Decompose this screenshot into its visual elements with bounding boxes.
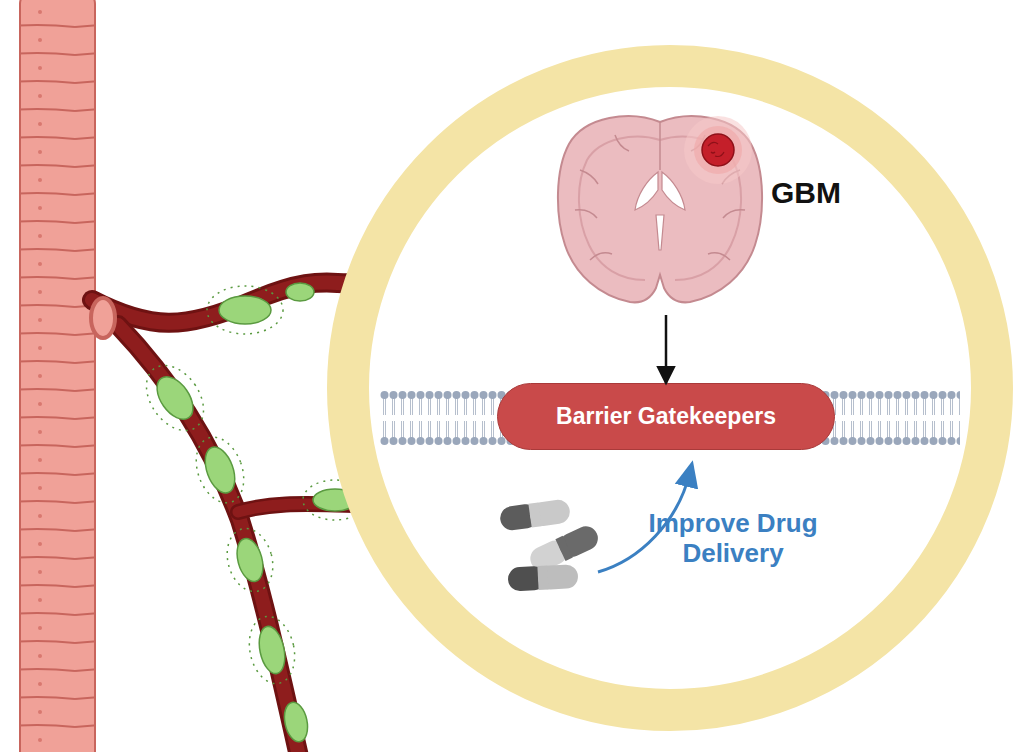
delivery-label: Improve Drug Delivery — [626, 508, 840, 568]
drug-capsules — [499, 498, 602, 591]
tumor-glow — [694, 126, 742, 174]
tumor — [702, 134, 734, 166]
capillaries — [91, 282, 368, 752]
tumor-texture — [708, 142, 724, 156]
brain-outline — [558, 116, 762, 302]
artery — [20, 0, 95, 752]
brain-illustration — [555, 110, 855, 315]
zoom-ring — [348, 66, 992, 710]
flow-arrow — [665, 315, 668, 383]
ventricles — [635, 172, 685, 250]
box-title: Barrier Gatekeepers — [556, 403, 776, 430]
tumor-glow — [684, 116, 752, 184]
brain-node: GBM — [555, 110, 855, 315]
tumor-label: GBM — [771, 176, 841, 210]
brain-sulci — [575, 122, 745, 260]
gatekeeper-box: Barrier Gatekeepers — [497, 383, 835, 450]
